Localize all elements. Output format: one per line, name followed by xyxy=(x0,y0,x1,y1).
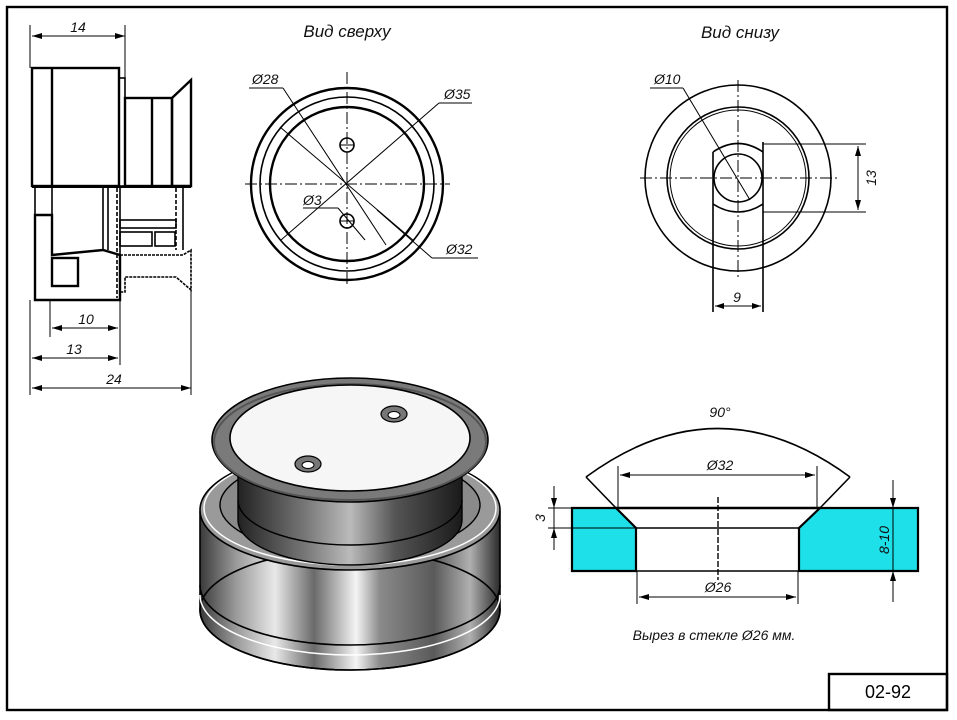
screw-hole xyxy=(380,405,408,423)
screw-hole xyxy=(294,455,322,473)
top-view-title: Вид сверху xyxy=(303,22,392,41)
bottom-view: Вид снизу Ø10 13 9 xyxy=(640,23,879,312)
cutout-note: Вырез в стекле Ø26 мм. xyxy=(633,627,796,643)
dim-side-14: 14 xyxy=(70,19,86,35)
dim-cut-d32: Ø32 xyxy=(706,457,734,473)
glass-panel-section xyxy=(797,506,920,573)
title-block: 02-92 xyxy=(827,672,949,712)
dim-top-d35: Ø35 xyxy=(443,86,471,102)
dim-cut-chamfer-3: 3 xyxy=(532,514,548,522)
dim-cut-thickness: 8-10 xyxy=(876,526,892,554)
dim-cut-d26: Ø26 xyxy=(704,579,732,595)
dim-top-d32: Ø32 xyxy=(445,241,473,257)
dim-bottom-d10: Ø10 xyxy=(653,71,681,87)
glass-panel-section xyxy=(570,506,638,573)
isometric-fitting-render xyxy=(199,377,501,671)
dim-bottom-9: 9 xyxy=(733,289,741,305)
dim-bottom-13: 13 xyxy=(863,170,879,186)
dim-side-10: 10 xyxy=(78,311,94,327)
top-view: Вид сверху Ø28 Ø35 Ø3 Ø32 xyxy=(245,22,478,285)
drawing-number: 02-92 xyxy=(865,682,911,702)
dim-top-d3: Ø3 xyxy=(302,192,322,208)
glass-cutout-section: 90° Ø32 Ø26 3 8-10 Вырез в стекле Ø26 мм… xyxy=(532,404,920,643)
dim-side-24: 24 xyxy=(105,371,122,387)
dim-side-13: 13 xyxy=(66,341,82,357)
sheet-frame xyxy=(5,5,949,712)
side-section-view: 14 10 13 24 xyxy=(29,19,193,395)
dim-top-d28: Ø28 xyxy=(251,71,279,87)
dim-angle-90: 90° xyxy=(709,404,731,420)
bottom-view-title: Вид снизу xyxy=(701,23,781,42)
